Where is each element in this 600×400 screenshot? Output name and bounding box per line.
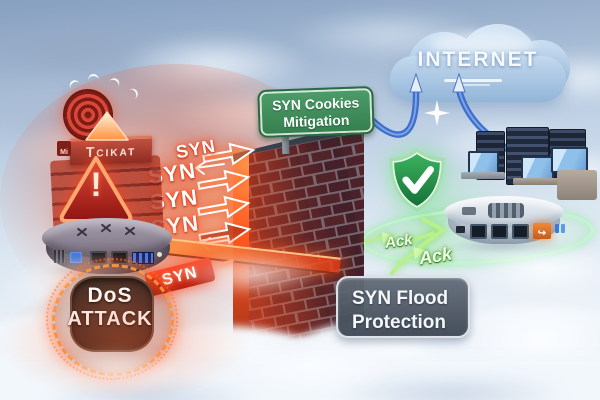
wan-port-active: ↪ <box>533 223 551 239</box>
check-icon <box>402 166 434 194</box>
router-button <box>157 252 162 257</box>
syn-arrow-right <box>197 195 251 219</box>
internet-underline-2 <box>456 84 490 86</box>
radar-alert-triangle-icon <box>85 111 129 141</box>
shield-check-icon <box>389 148 445 212</box>
alert-mark-icon <box>123 86 140 103</box>
alert-mark-icon <box>105 76 122 93</box>
wall-side-glowing <box>233 154 249 396</box>
ethernet-port <box>512 224 529 239</box>
router-top-vents <box>488 203 524 218</box>
cloud-shadow <box>330 372 570 400</box>
usb-port <box>456 226 465 233</box>
syn-cookies-mitigation-sign: SYN Cookies Mitigation <box>257 85 375 139</box>
router-led-icon <box>70 252 82 263</box>
protection-sign-line2: Protection <box>352 311 446 333</box>
alert-mark-icon <box>88 74 99 87</box>
internet-underline <box>444 79 502 82</box>
cabinet <box>557 170 597 200</box>
warning-exclamation: ! <box>90 166 102 204</box>
router-led <box>561 224 565 233</box>
syn-arrow-right <box>197 169 251 193</box>
cloud <box>120 34 310 96</box>
sparkle-icon <box>424 100 450 126</box>
protection-sign-line1: SYN Flood <box>352 288 449 309</box>
router-top-marking <box>124 225 136 237</box>
dos-badge-line2: ATTACK <box>67 308 153 330</box>
ethernet-port <box>491 224 508 239</box>
cloud-shadow <box>40 376 260 400</box>
desk <box>461 172 505 179</box>
syn-flood-protection-sign: SYN Flood Protection <box>336 276 470 338</box>
router-top-slot <box>462 207 476 215</box>
cloud <box>0 14 180 84</box>
internet-label: INTERNET <box>417 48 539 71</box>
desk <box>513 178 560 185</box>
monitor <box>468 151 499 174</box>
cloud <box>230 336 400 396</box>
router-led <box>555 224 559 233</box>
ethernet-port <box>470 224 487 239</box>
monitor <box>521 156 554 180</box>
dos-badge-line1: DoS <box>87 284 133 307</box>
port-arrow-icon: ↪ <box>537 228 547 239</box>
syn-arrow-left <box>195 161 225 175</box>
router-top-marking <box>100 222 112 234</box>
router-vent-grille <box>54 250 65 263</box>
shield-body <box>392 152 442 208</box>
ack-label: Ack <box>417 243 454 269</box>
router-top-marking <box>76 226 88 238</box>
